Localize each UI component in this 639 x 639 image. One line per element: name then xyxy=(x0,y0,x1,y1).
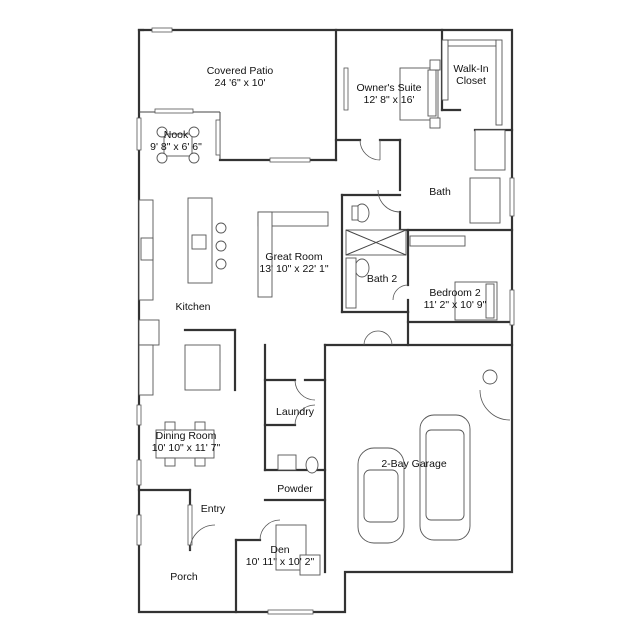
walk-in-closet-line2: Closet xyxy=(456,75,486,87)
great-room-dims: 13' 10" x 22' 1" xyxy=(259,263,329,275)
dining-room-dims: 10' 10" x 11' 7" xyxy=(152,442,221,454)
den-name: Den xyxy=(270,544,289,556)
bedroom-2-name: Bedroom 2 xyxy=(429,287,481,299)
bedroom-2-dims: 11' 2" x 10' 9" xyxy=(424,299,487,311)
garage-name: 2-Bay Garage xyxy=(381,458,447,470)
den-dims: 10' 11" x 10' 2" xyxy=(246,556,315,568)
interior-walls xyxy=(137,28,514,614)
bath-name: Bath xyxy=(429,186,451,198)
laundry-name: Laundry xyxy=(276,406,315,418)
walk-in-closet-line1: Walk-In xyxy=(453,63,488,75)
windows xyxy=(136,27,515,615)
kitchen-name: Kitchen xyxy=(175,301,210,313)
nook-name: Nook xyxy=(164,129,189,141)
great-room-name: Great Room xyxy=(265,251,322,263)
entry-name: Entry xyxy=(201,503,226,515)
owners-suite-name: Owner's Suite xyxy=(356,82,421,94)
porch-name: Porch xyxy=(170,571,198,583)
owners-suite-dims: 12' 8" x 16' xyxy=(364,94,415,106)
fixtures xyxy=(138,39,506,576)
dining-room-name: Dining Room xyxy=(156,430,217,442)
bath-2-name: Bath 2 xyxy=(367,273,398,285)
nook-dims: 9' 8" x 6' 6" xyxy=(150,141,202,153)
powder-name: Powder xyxy=(277,483,313,495)
room-labels: Covered Patio 24 '6" x 10' Owner's Suite… xyxy=(150,63,489,583)
covered-patio-name: Covered Patio xyxy=(207,65,274,77)
covered-patio-dims: 24 '6" x 10' xyxy=(215,77,266,89)
